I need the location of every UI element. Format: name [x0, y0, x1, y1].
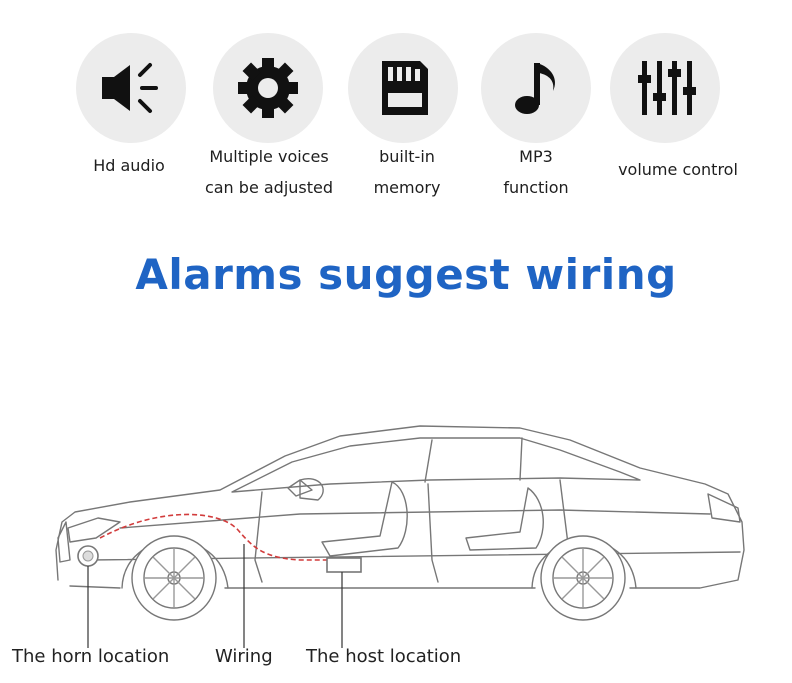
horn-location-label: The horn location	[12, 646, 170, 667]
feature-mp3	[476, 33, 596, 143]
rear-wheel	[540, 535, 626, 621]
feature-label-hd-audio: Hd audio	[93, 156, 165, 175]
music-note-icon	[481, 33, 591, 143]
wiring-label: Wiring	[215, 646, 273, 667]
car-body-outline	[55, 425, 745, 589]
rear-seat	[465, 487, 544, 551]
front-wheel	[131, 535, 217, 621]
feature-label-volume: volume control	[618, 160, 738, 179]
car-window-line	[231, 437, 641, 493]
gear-icon	[213, 33, 323, 143]
car-door-line	[254, 491, 263, 583]
feature-label-mp3: MP3 function	[503, 147, 569, 197]
equalizer-icon	[610, 33, 720, 143]
feature-label-voices: Multiple voices can be adjusted	[204, 147, 334, 197]
car-diagram	[55, 425, 745, 648]
memory-card-icon	[348, 33, 458, 143]
feature-hd-audio	[71, 33, 191, 143]
feature-voices	[208, 33, 328, 143]
host-marker	[326, 557, 362, 573]
front-seat	[321, 481, 408, 557]
feature-memory	[343, 33, 463, 143]
feature-volume	[605, 33, 725, 143]
headlight	[67, 517, 121, 543]
wiring-line	[99, 513, 330, 561]
feature-label-memory: built-in memory	[373, 147, 441, 197]
page-title: Alarms suggest wiring	[135, 250, 677, 299]
host-location-label: The host location	[306, 646, 462, 667]
speaker-icon	[76, 33, 186, 143]
